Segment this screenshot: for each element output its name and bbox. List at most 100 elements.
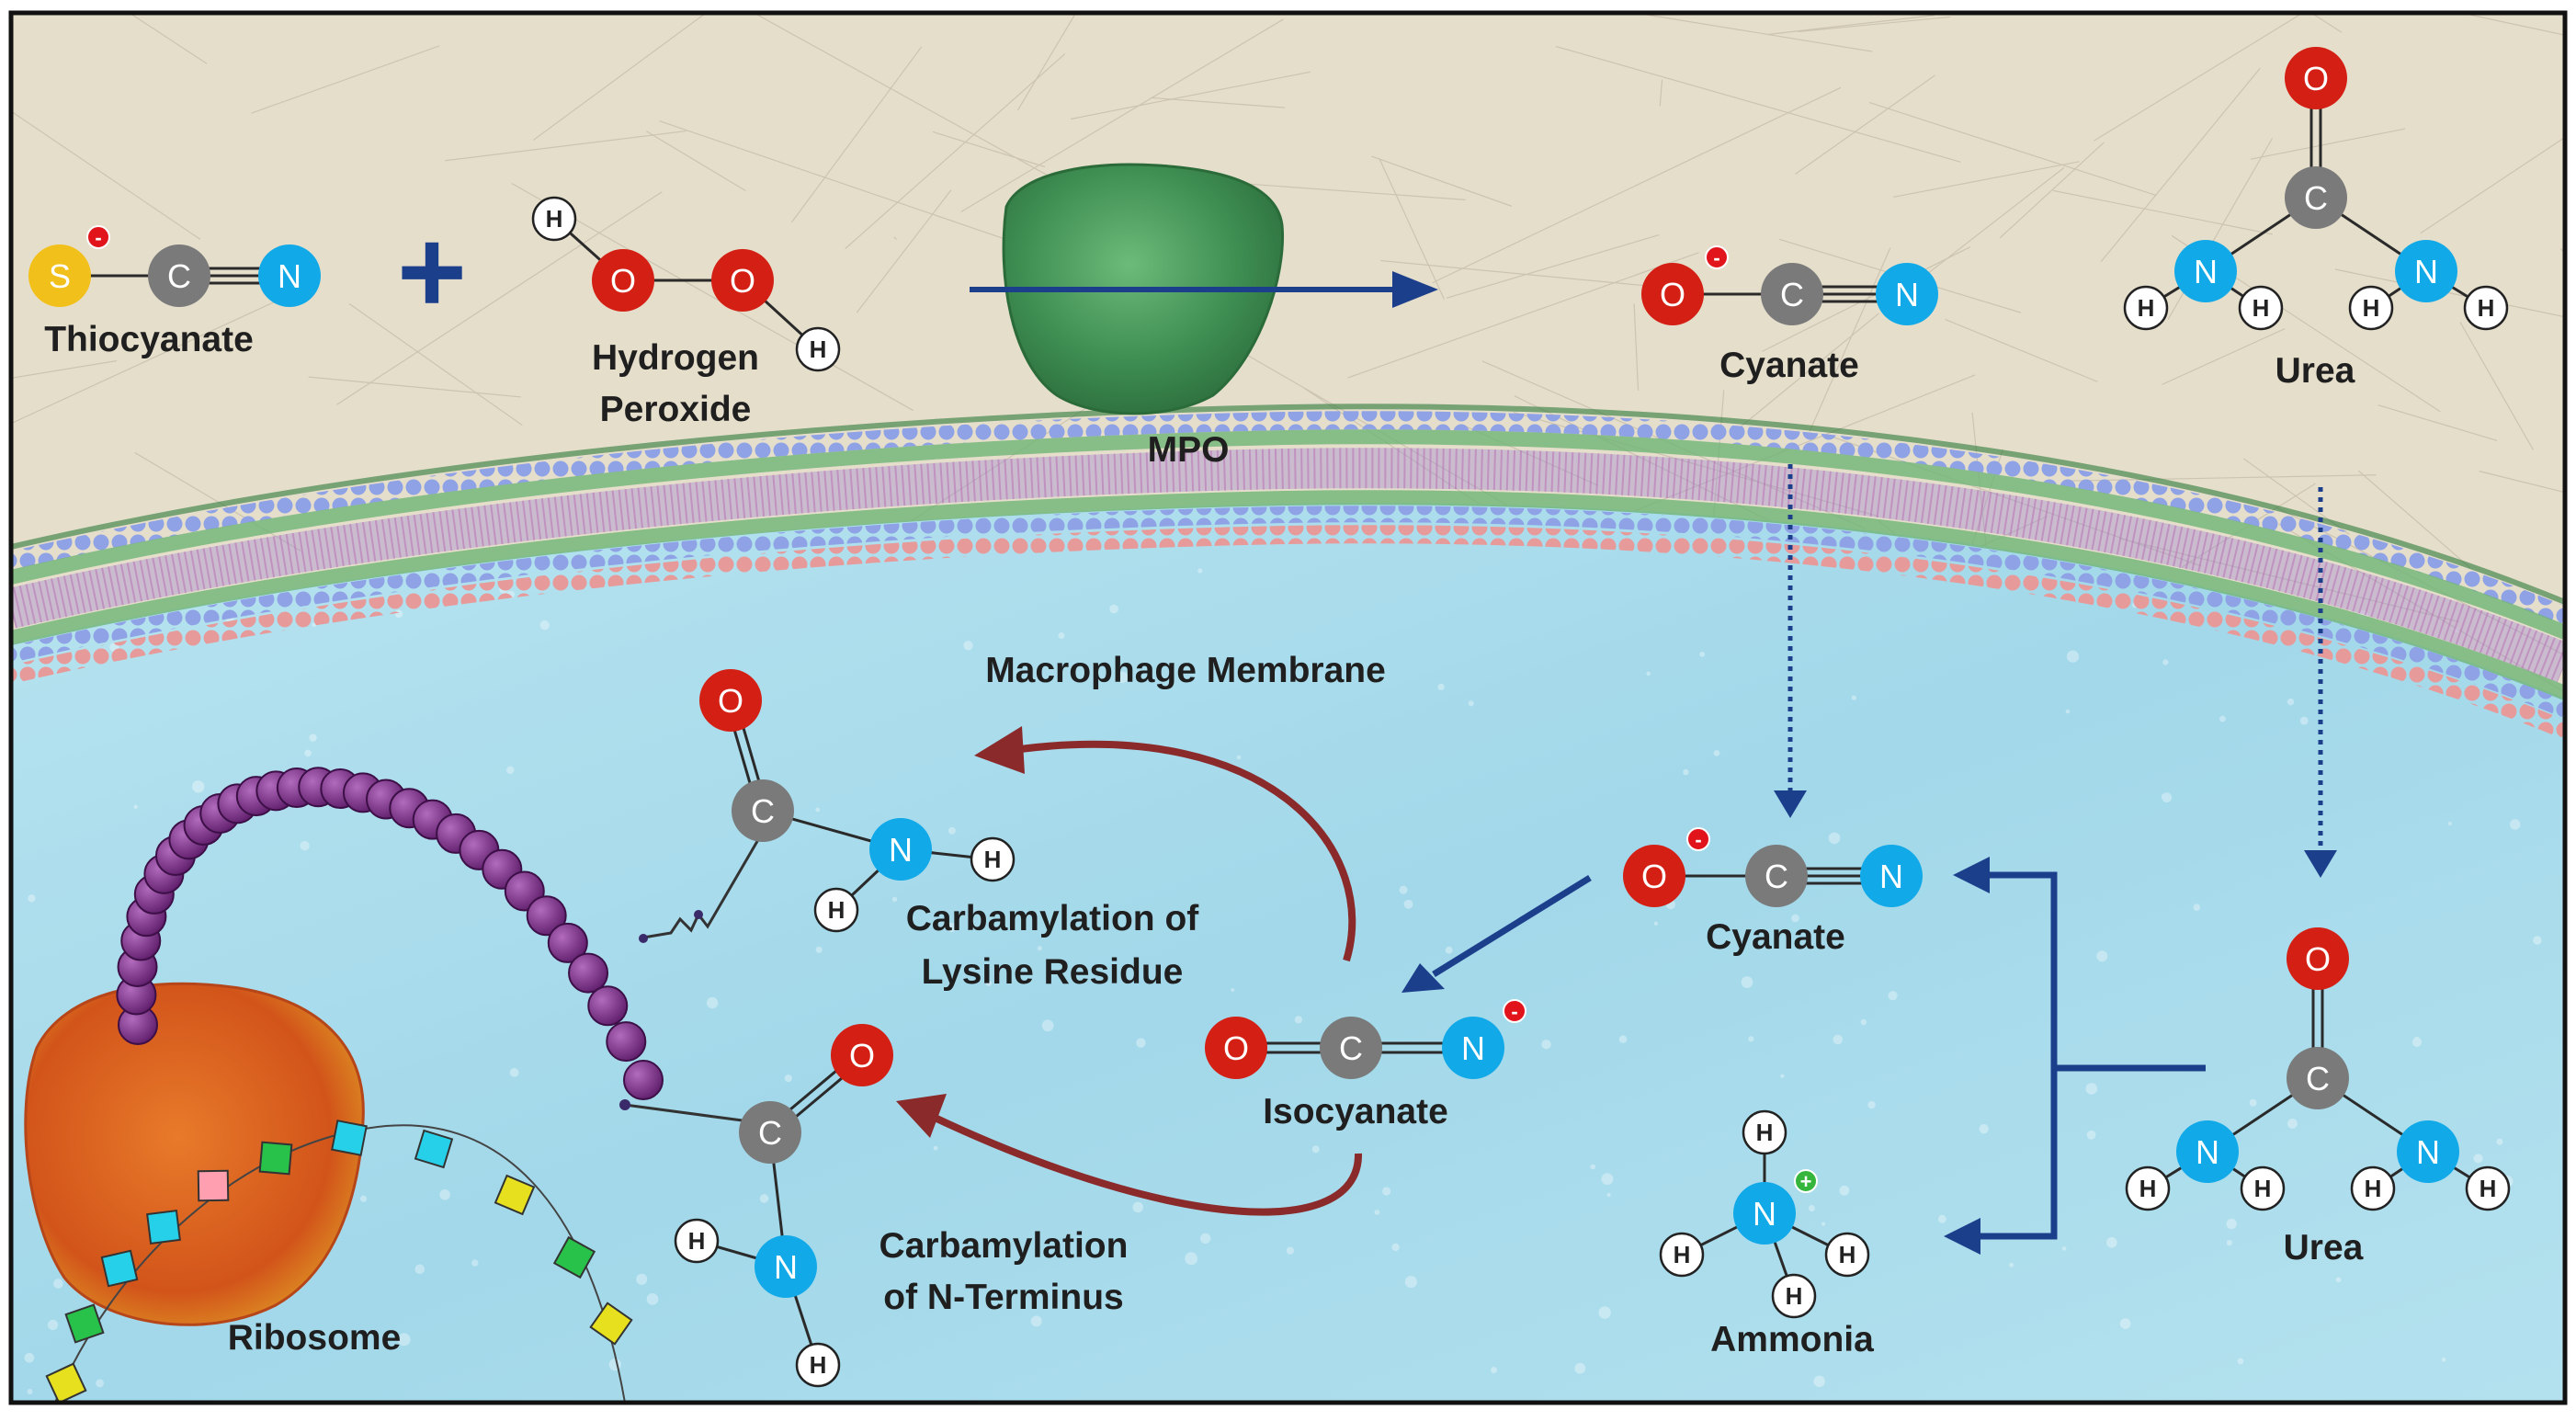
- svg-text:O: O: [849, 1037, 875, 1074]
- urea-top-nitrogen-2: N: [2395, 240, 2457, 302]
- svg-text:C: C: [758, 1114, 782, 1152]
- urea-inside-nitrogen-1: N: [2176, 1120, 2239, 1183]
- cyanate-top-nitrogen: N: [1876, 263, 1938, 325]
- thiocyanate-nitrogen: N: [258, 244, 321, 307]
- svg-text:N: N: [1461, 1029, 1485, 1067]
- svg-text:N: N: [774, 1248, 798, 1286]
- svg-text:H: H: [2363, 294, 2380, 322]
- cyanate-top-charge: -: [1706, 246, 1728, 269]
- label-thiocyanate: Thiocyanate: [44, 320, 254, 359]
- svg-text:O: O: [2305, 940, 2331, 978]
- urea-inside-nitrogen-2: N: [2397, 1120, 2459, 1183]
- lysine-h2: H: [815, 889, 857, 931]
- urea-inside-h2: H: [2241, 1167, 2284, 1210]
- cyanate-inside-oxygen: O: [1623, 845, 1685, 907]
- codon: [102, 1251, 137, 1286]
- nterm-link-dot: [619, 1099, 630, 1110]
- isocyanate-carbon: C: [1320, 1017, 1382, 1079]
- urea-top-h3: H: [2350, 287, 2392, 329]
- svg-text:H: H: [810, 335, 827, 363]
- label-peroxide: Peroxide: [600, 390, 752, 429]
- svg-text:N: N: [2416, 1133, 2440, 1171]
- peroxide-o1: O: [592, 249, 654, 312]
- cyanate-inside-carbon: C: [1745, 845, 1808, 907]
- svg-text:-: -: [1713, 246, 1719, 269]
- svg-text:H: H: [2138, 294, 2155, 322]
- codon: [332, 1120, 367, 1155]
- label-cyanate-inside: Cyanate: [1706, 917, 1845, 957]
- peptide-bead: [624, 1061, 663, 1099]
- svg-text:O: O: [1660, 276, 1685, 313]
- lysine-h1: H: [971, 838, 1014, 881]
- isocyanate-nitrogen: N: [1442, 1017, 1504, 1079]
- ammonia-h1: H: [1743, 1111, 1786, 1154]
- ribosome: [26, 983, 364, 1324]
- nterm-h1: H: [675, 1220, 718, 1262]
- peroxide-h2: H: [797, 328, 839, 370]
- svg-text:-: -: [95, 226, 101, 249]
- urea-top-h4: H: [2465, 287, 2507, 329]
- svg-text:O: O: [610, 262, 636, 300]
- svg-text:H: H: [1839, 1241, 1856, 1268]
- svg-text:H: H: [1756, 1119, 1774, 1146]
- svg-text:H: H: [984, 846, 1002, 873]
- svg-text:N: N: [1895, 276, 1919, 313]
- urea-inside-h1: H: [2127, 1167, 2169, 1210]
- peroxide-o2: O: [711, 249, 774, 312]
- label-urea-top: Urea: [2275, 351, 2355, 391]
- svg-text:H: H: [810, 1351, 827, 1379]
- peptide-bead: [588, 986, 627, 1025]
- svg-text:H: H: [2365, 1175, 2382, 1202]
- isocyanate-charge: -: [1504, 1000, 1526, 1023]
- svg-text:O: O: [1223, 1029, 1249, 1067]
- cytoplasm-region: [11, 503, 2565, 1403]
- svg-text:N: N: [2196, 1133, 2219, 1171]
- ammonia-charge: +: [1795, 1170, 1817, 1193]
- thiocyanate-carbon: C: [148, 244, 210, 307]
- lysine-nitrogen: N: [869, 818, 932, 881]
- svg-text:H: H: [2480, 1175, 2497, 1202]
- svg-text:N: N: [1879, 858, 1903, 895]
- urea-top-oxygen: O: [2285, 47, 2347, 109]
- urea-inside-oxygen: O: [2287, 927, 2349, 990]
- svg-text:H: H: [1674, 1241, 1691, 1268]
- svg-text:H: H: [2253, 294, 2270, 322]
- ammonia-h2: H: [1661, 1233, 1703, 1276]
- svg-text:H: H: [688, 1227, 706, 1255]
- svg-text:H: H: [546, 205, 563, 233]
- svg-text:H: H: [2478, 294, 2495, 322]
- svg-text:O: O: [730, 262, 755, 300]
- label-mpo: MPO: [1148, 430, 1230, 470]
- peptide-bead: [607, 1022, 645, 1061]
- nterm-carbon: C: [739, 1101, 801, 1164]
- urea-inside-h4: H: [2467, 1167, 2509, 1210]
- urea-top-h1: H: [2125, 287, 2167, 329]
- svg-text:N: N: [2414, 253, 2438, 290]
- label-hydrogen: Hydrogen: [592, 338, 759, 378]
- lysine-oxygen: O: [699, 669, 762, 732]
- label-carbamylation-lysine-line1: Carbamylation of: [906, 899, 1200, 938]
- svg-text:O: O: [2303, 60, 2329, 97]
- label-carbamylation-nterm-line1: Carbamylation: [879, 1226, 1129, 1266]
- svg-text:+: +: [1800, 1170, 1812, 1193]
- cyanate-inside-nitrogen: N: [1860, 845, 1923, 907]
- plus-sign: +: [397, 204, 467, 338]
- svg-text:O: O: [718, 682, 743, 720]
- svg-text:-: -: [1695, 828, 1701, 851]
- lysine-carbon: C: [732, 779, 794, 842]
- ammonia-h3: H: [1826, 1233, 1868, 1276]
- svg-text:N: N: [278, 257, 301, 295]
- label-urea-inside: Urea: [2284, 1228, 2364, 1268]
- codon: [260, 1142, 292, 1175]
- svg-text:C: C: [751, 792, 775, 830]
- svg-text:C: C: [167, 257, 191, 295]
- label-carbamylation-nterm-line2: of N-Terminus: [883, 1278, 1123, 1317]
- svg-text:S: S: [49, 257, 71, 295]
- codon: [199, 1171, 229, 1201]
- svg-text:H: H: [2139, 1175, 2157, 1202]
- svg-text:C: C: [2306, 1060, 2330, 1097]
- label-ammonia: Ammonia: [1710, 1320, 1874, 1359]
- svg-text:C: C: [1765, 858, 1788, 895]
- ammonia-nitrogen: N: [1733, 1182, 1796, 1245]
- urea-top-carbon: C: [2285, 166, 2347, 229]
